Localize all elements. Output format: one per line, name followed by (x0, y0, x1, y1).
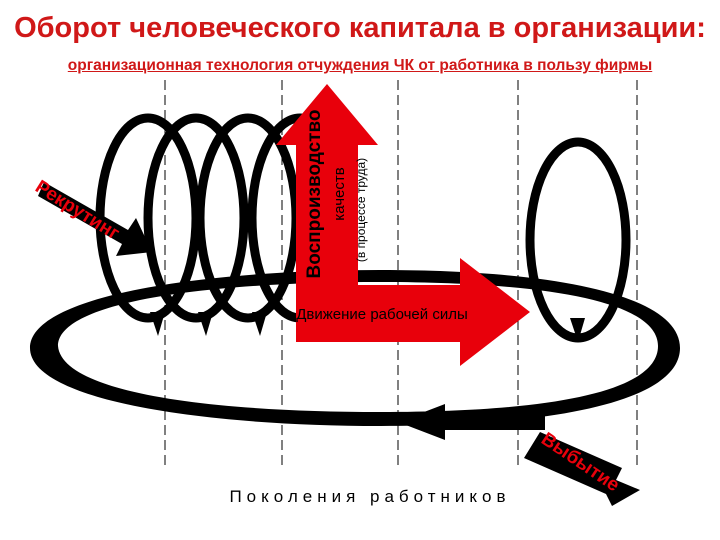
bottom-left-arrow (398, 404, 545, 440)
red-arrow-shape (276, 84, 530, 366)
coil-2 (143, 113, 249, 323)
vertical-label-sub: качеств (331, 167, 348, 220)
coil-arrows (150, 312, 585, 342)
recruiting-arrow (38, 182, 152, 256)
coil-arrow-2 (198, 312, 213, 336)
diagram-title: Оборот человеческого капитала в организа… (14, 12, 706, 44)
workforce-movement-label: Движение рабочей силы (296, 306, 467, 323)
vertical-label-small: (в процессе труда) (354, 158, 368, 262)
diagram-subtitle: организационная технология отчуждения ЧК… (67, 57, 653, 74)
coil-arrow-3 (252, 312, 267, 336)
coil-arrow-4 (570, 318, 585, 342)
coil-arrow-1 (150, 312, 165, 336)
vertical-label-main: Воспроизводство (304, 110, 325, 279)
generations-label: Поколения работников (229, 487, 510, 506)
exit-arrow (524, 432, 640, 506)
recruiting-label: Рекрутинг (31, 176, 123, 244)
coil-right (525, 137, 631, 343)
